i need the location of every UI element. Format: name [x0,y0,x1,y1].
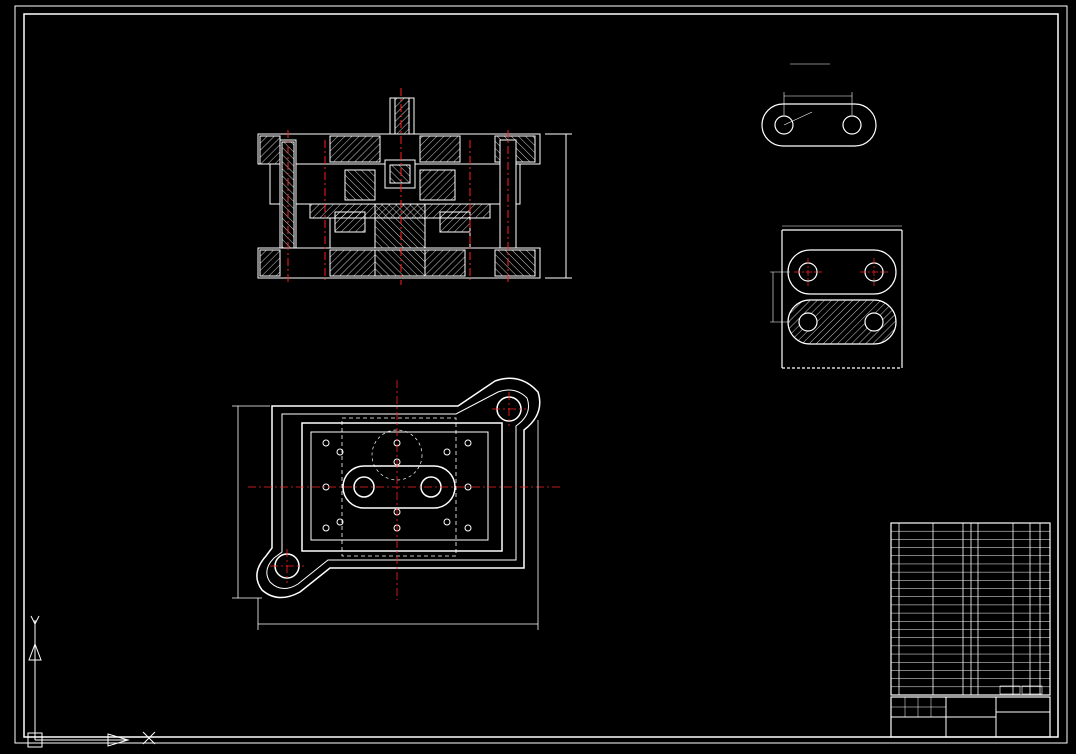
ucs-icon [27,615,156,748]
bom-rows [891,530,1050,688]
plan-dimensions [232,405,539,630]
plan-screw-holes [322,439,472,532]
outer-frame [14,5,1068,744]
plan-center-lines [248,380,560,600]
bill-of-materials [890,522,1051,696]
top-plan-view [256,377,541,599]
front-section-view [257,88,572,285]
strip-layout-view [770,225,903,369]
part-sketch-top [761,63,877,147]
strip-center-lines [794,258,888,286]
title-block [890,685,1051,738]
inner-frame [23,13,1059,738]
